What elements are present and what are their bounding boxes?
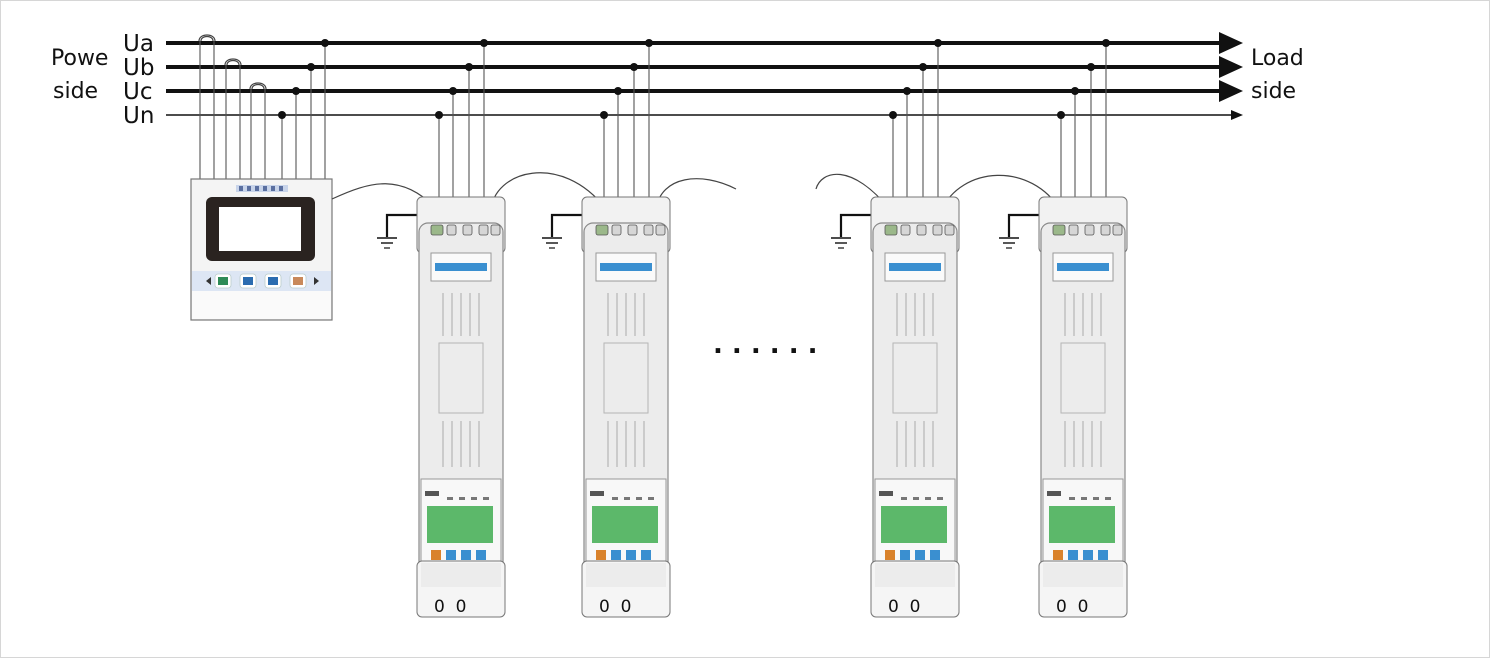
module-foot-label: 0 0 bbox=[1056, 597, 1088, 617]
module-key-icon bbox=[641, 550, 651, 560]
bus-un bbox=[166, 110, 1243, 120]
bus-ub bbox=[166, 56, 1243, 78]
compensation-module: 0 0 bbox=[542, 39, 671, 618]
compensation-module: 0 0 bbox=[831, 39, 960, 618]
power-side-label-1: Powe bbox=[51, 46, 108, 71]
controller-key-icon bbox=[268, 277, 278, 285]
module-key-icon bbox=[626, 550, 636, 560]
compensation-module: 0 0 bbox=[377, 39, 506, 618]
controller-screen bbox=[219, 207, 301, 251]
module-key-icon bbox=[476, 550, 486, 560]
load-side-label-1: Load bbox=[1251, 46, 1304, 71]
module-foot-label: 0 0 bbox=[599, 597, 631, 617]
module-key-icon bbox=[1083, 550, 1093, 560]
module-display bbox=[427, 506, 493, 543]
bus-label-uc: Uc bbox=[123, 79, 152, 105]
compensation-module: 0 0 bbox=[999, 39, 1128, 618]
controller-key-icon bbox=[243, 277, 253, 285]
module-key-icon bbox=[915, 550, 925, 560]
controller-unit bbox=[190, 34, 333, 321]
module-key-icon bbox=[431, 550, 441, 560]
module-key-icon bbox=[596, 550, 606, 560]
module-key-icon bbox=[930, 550, 940, 560]
bus-uc bbox=[166, 80, 1243, 102]
module-foot-label: 0 0 bbox=[888, 597, 920, 617]
module-key-icon bbox=[611, 550, 621, 560]
module-key-icon bbox=[1098, 550, 1108, 560]
bus-ua bbox=[166, 32, 1243, 54]
module-key-icon bbox=[461, 550, 471, 560]
bus-label-ub: Ub bbox=[123, 55, 154, 81]
module-display bbox=[1049, 506, 1115, 543]
module-foot-label: 0 0 bbox=[434, 597, 466, 617]
module-key-icon bbox=[1068, 550, 1078, 560]
module-key-icon bbox=[885, 550, 895, 560]
controller-key-icon bbox=[218, 277, 228, 285]
module-key-icon bbox=[900, 550, 910, 560]
module-key-icon bbox=[446, 550, 456, 560]
module-key-icon bbox=[1053, 550, 1063, 560]
bus-label-ua: Ua bbox=[123, 31, 154, 57]
power-side-label-2: side bbox=[53, 79, 98, 104]
load-side-label-2: side bbox=[1251, 79, 1296, 104]
modules-group: 0 0 0 0 0 0 0 0 bbox=[377, 39, 1128, 618]
module-display bbox=[592, 506, 658, 543]
bus-label-un: Un bbox=[123, 103, 154, 129]
ellipsis: . . . . . . bbox=[713, 330, 818, 360]
module-display bbox=[881, 506, 947, 543]
controller-key-icon bbox=[293, 277, 303, 285]
